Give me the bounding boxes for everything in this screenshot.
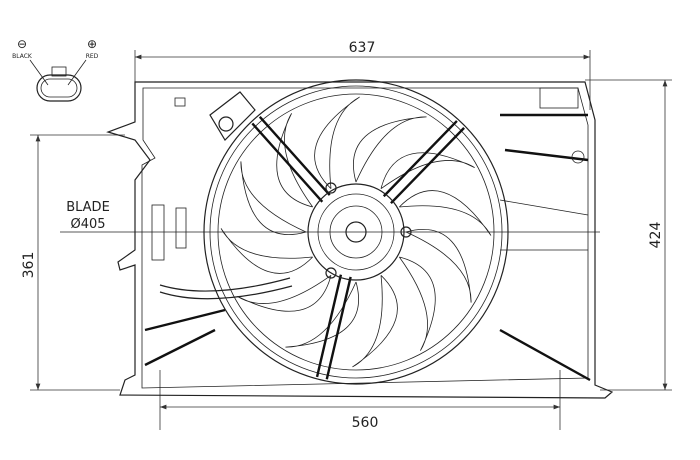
connector-mount (209, 91, 256, 141)
shroud-frame (106, 81, 614, 399)
connector-housing-inner (40, 78, 78, 98)
fan-blade (398, 256, 436, 351)
fan-blade (220, 228, 313, 274)
positive-leader-line (67, 59, 87, 86)
motor-bolt (325, 267, 337, 279)
dimension-width-top: 637 (349, 40, 376, 56)
hub-ring (329, 205, 383, 259)
negative-label: BLACK (12, 53, 33, 60)
fan-blade (405, 228, 472, 303)
fan-blade (399, 190, 492, 236)
negative-symbol: ⊖ (17, 37, 27, 51)
hub-center (345, 221, 367, 243)
positive-symbol: ⊕ (87, 37, 97, 51)
motor-housing-inner (317, 193, 395, 271)
frame-rib (499, 199, 589, 216)
fan-blade (352, 116, 427, 183)
motor-strut (382, 120, 458, 198)
motor-bolt (400, 226, 412, 238)
motor-struts (251, 116, 465, 380)
frame-rib (504, 148, 589, 162)
wire-harness (159, 277, 291, 292)
fan-ring-outer (203, 79, 509, 385)
resistor-module (151, 204, 165, 261)
frame-rib (144, 328, 216, 367)
positive-label: RED (86, 53, 99, 60)
dimension-width-bottom: 560 (352, 415, 379, 431)
frame-label-plate (539, 87, 579, 109)
fan-blades (220, 96, 492, 368)
blade-diameter: Ø405 (70, 217, 105, 232)
mounting-hole (571, 150, 585, 164)
motor-strut (251, 122, 324, 203)
connector-housing-icon (36, 74, 82, 102)
fan-blade (352, 275, 398, 368)
connector-diagram: ⊖ BLACK ⊕ RED (12, 37, 99, 102)
fan (203, 79, 509, 385)
dimension-height-right: 424 (648, 222, 664, 249)
fan-blade (285, 281, 360, 348)
frame-outline (106, 81, 614, 399)
blade-label: BLADE (66, 200, 110, 215)
fan-blade (240, 161, 307, 236)
frame-rib (144, 308, 226, 332)
fan-blade (314, 96, 360, 189)
wire-clip (175, 207, 187, 249)
fan-blade (237, 274, 332, 312)
dimension-height-left: 361 (21, 252, 37, 279)
frame-tab (174, 97, 186, 107)
frame-inner-outline (141, 87, 589, 389)
motor-housing (307, 183, 405, 281)
fan-ring-middle (209, 85, 503, 379)
motor-strut (390, 127, 465, 205)
frame-rib (499, 328, 591, 382)
wire-harness (159, 285, 293, 300)
fan-blade (380, 152, 475, 190)
connector-latch (51, 66, 67, 77)
connector-socket (218, 116, 234, 132)
motor-strut (258, 116, 331, 196)
fan-ring-inner (217, 93, 495, 371)
motor-strut (315, 274, 343, 378)
negative-leader-line (29, 59, 49, 86)
motor-strut (325, 276, 352, 380)
fan-blade (276, 113, 314, 208)
motor-bolt (325, 182, 337, 194)
